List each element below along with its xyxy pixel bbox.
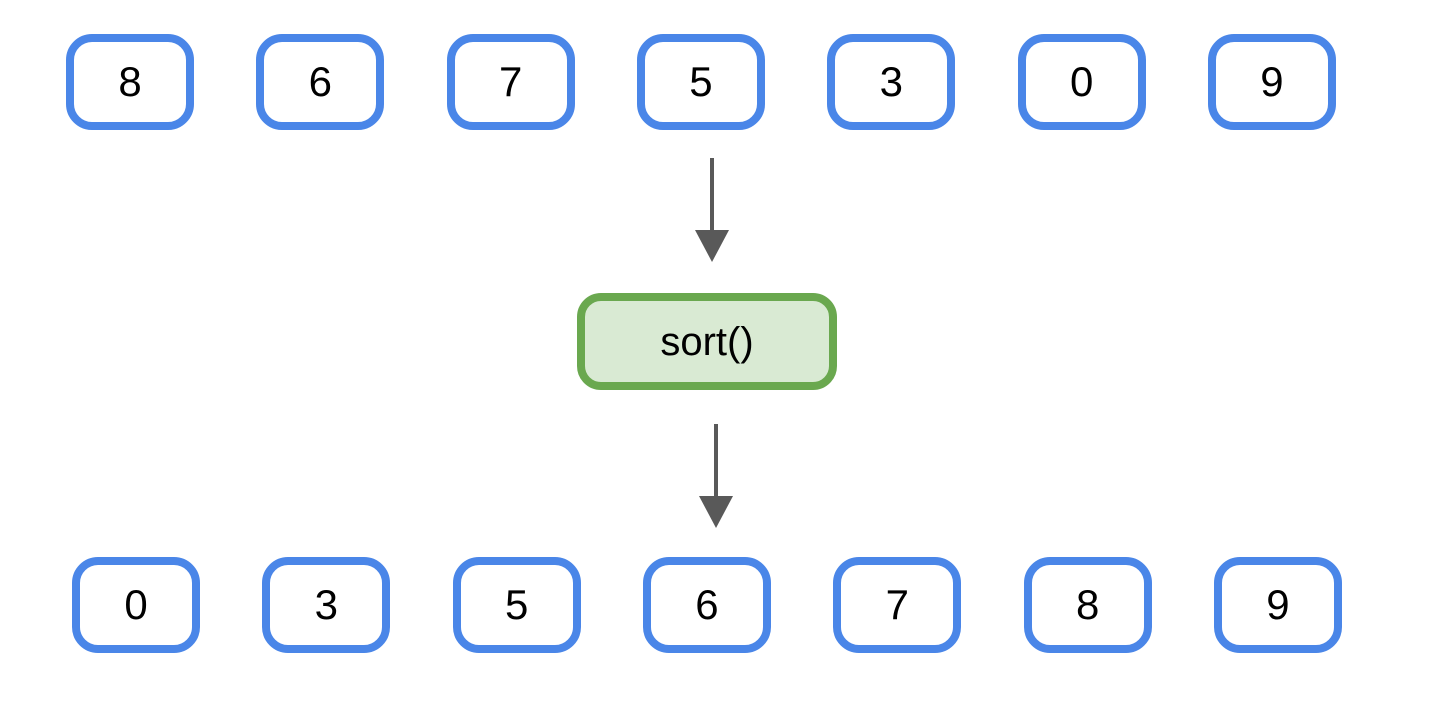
output-array-cell-2: 5 — [452, 557, 581, 653]
down-arrow-shaft — [710, 158, 714, 230]
down-arrow-icon — [698, 424, 734, 528]
input-array-row: 8 6 7 5 3 0 9 — [66, 34, 1336, 130]
input-array-cell-3: 5 — [636, 34, 765, 130]
output-array-cell-6: 9 — [1213, 557, 1342, 653]
input-array-cell-0: 8 — [66, 34, 194, 130]
input-array-cell-2: 7 — [446, 34, 575, 130]
down-arrow-head — [695, 230, 729, 262]
input-array-cell-4: 3 — [827, 34, 956, 130]
output-array-cell-3: 6 — [642, 557, 771, 653]
output-array-cell-0: 0 — [72, 557, 200, 653]
sort-function-box: sort() — [577, 293, 837, 390]
output-array-cell-5: 8 — [1023, 557, 1152, 653]
output-array-cell-4: 7 — [833, 557, 962, 653]
input-array-cell-6: 9 — [1207, 34, 1336, 130]
down-arrow-head — [699, 496, 733, 528]
sort-function-label: sort() — [660, 319, 754, 364]
input-array-cell-5: 0 — [1017, 34, 1146, 130]
input-array-cell-1: 6 — [256, 34, 385, 130]
output-array-cell-1: 3 — [262, 557, 391, 653]
output-array-row: 0 3 5 6 7 8 9 — [72, 557, 1342, 653]
down-arrow-icon — [694, 158, 730, 262]
down-arrow-shaft — [714, 424, 718, 496]
